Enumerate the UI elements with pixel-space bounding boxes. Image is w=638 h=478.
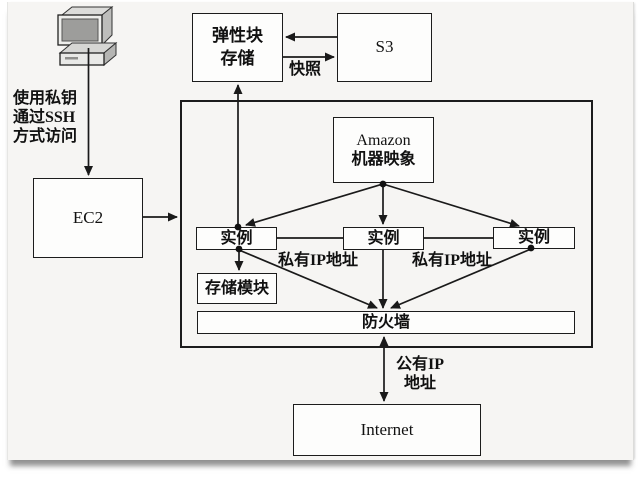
node-label: 存储 (220, 48, 255, 68)
snapshot-label: 快照 (289, 61, 322, 78)
node-internet: Internet (293, 404, 481, 456)
node-label: S3 (375, 37, 394, 57)
private-ip-label-right: 私有IP地址 (412, 252, 493, 269)
node-label: 防火墙 (361, 313, 410, 331)
node-instance-2: 实例 (343, 227, 424, 250)
node-label: EC2 (72, 207, 104, 227)
node-instance-3: 实例 (493, 227, 575, 249)
ssh-access-line1: 使用私钥 (13, 90, 78, 107)
node-label: 实例 (517, 229, 550, 247)
ssh-access-line2: 通过SSH (13, 108, 76, 126)
desktop-computer-icon (57, 5, 118, 67)
node-storage-module: 存储模块 (197, 273, 277, 304)
node-label: Internet (360, 419, 414, 439)
node-label: 弹性块 (212, 25, 263, 45)
node-amazon-machine-image: Amazon 机器映象 (333, 117, 434, 183)
node-label: 实例 (367, 229, 400, 247)
ssh-access-line3: 方式访问 (13, 127, 78, 145)
private-ip-label-left: 私有IP地址 (278, 252, 359, 269)
node-label: 存储模块 (204, 279, 269, 297)
node-label: 机器映象 (351, 150, 416, 168)
node-instance-1: 实例 (196, 227, 277, 250)
node-ec2: EC2 (33, 178, 143, 258)
node-label: 实例 (220, 229, 253, 247)
node-label: Amazon (356, 131, 411, 149)
node-elastic-block-storage: 弹性块 存储 (192, 13, 283, 82)
public-ip-line2: 地址 (403, 374, 436, 392)
ssh-access-label: 使用私钥 通过SSH 方式访问 (13, 90, 87, 147)
disk-slot (65, 57, 78, 60)
public-ip-label: 公有IP 地址 (392, 356, 448, 394)
node-firewall: 防火墙 (197, 311, 575, 334)
node-s3: S3 (337, 13, 432, 82)
public-ip-line1: 公有IP (395, 356, 444, 373)
